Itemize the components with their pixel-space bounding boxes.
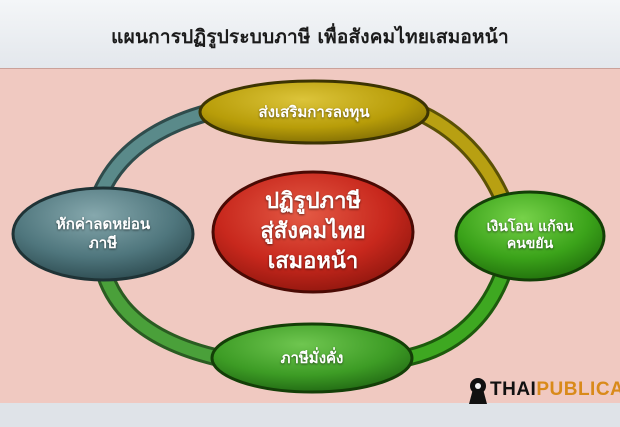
node-bottom-label: ภาษีมั่งคั่ง	[222, 340, 402, 376]
ring-segment-right-bottom	[401, 259, 514, 366]
logo-text: THAIPUBLICA	[490, 379, 620, 401]
node-center	[211, 170, 415, 294]
ring-segment-top-right-fill	[414, 107, 511, 211]
node-center-line-2: สู่สังคมไทย	[260, 219, 366, 245]
node-left	[11, 186, 195, 282]
page-title: แผนการปฏิรูประบบภาษี เพื่อสังคมไทยเสมอหน…	[111, 26, 509, 48]
node-bottom	[210, 322, 414, 394]
header: แผนการปฏิรูประบบภาษี เพื่อสังคมไทยเสมอหน…	[0, 0, 620, 68]
logo-text-dark: THAI	[490, 379, 537, 400]
ring-segment-right-bottom-fill	[404, 262, 511, 363]
node-top	[198, 79, 430, 145]
node-right	[454, 190, 606, 282]
node-right-label: เงินโอน แก้จน คนขยัน	[464, 208, 596, 264]
ring-segment-left-top	[91, 103, 219, 204]
node-left-line-1: หักค่าลดหย่อน	[55, 215, 151, 234]
node-bottom-line-1: ภาษีมั่งคั่ง	[280, 348, 344, 367]
node-left-line-2: ภาษี	[88, 234, 118, 252]
ring-segment-bottom-left-fill	[99, 269, 221, 363]
cycle-ring	[91, 103, 514, 366]
node-center-line-1: ปฏิรูปภาษี	[265, 189, 361, 215]
ring-segment-left-top-fill	[94, 106, 216, 201]
thaipublica-logo: THAIPUBLICA	[490, 376, 620, 404]
node-right-line-1: เงินโอน แก้จน	[486, 218, 574, 235]
footer-bar	[0, 403, 620, 427]
node-top-label: ส่งเสริมการลงทุน	[214, 94, 414, 130]
ring-segment-bottom-left	[96, 266, 224, 366]
node-left-label: หักค่าลดหย่อน ภาษี	[23, 206, 183, 262]
node-right-line-2: คนขยัน	[506, 236, 554, 252]
keyhole-icon	[469, 378, 487, 404]
node-top-line-1: ส่งเสริมการลงทุน	[258, 102, 370, 121]
node-center-label: ปฏิรูปภาษี สู่สังคมไทย เสมอหน้า	[223, 184, 403, 280]
logo-text-accent: PUBLICA	[536, 379, 620, 400]
node-center-line-3: เสมอหน้า	[267, 248, 359, 274]
